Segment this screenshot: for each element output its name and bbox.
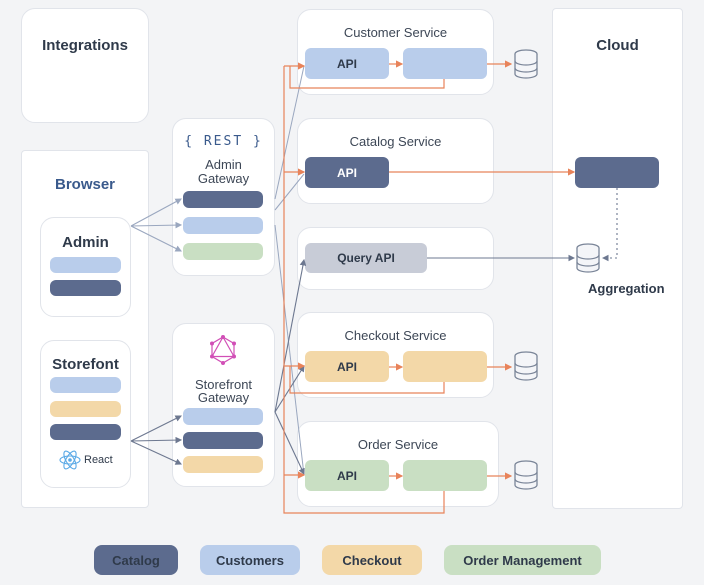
integrations-title: Integrations [42,37,128,54]
checkout-module [403,351,487,382]
legend-customers: Customers [200,545,300,575]
storefront-gateway-title-line2: Gateway [197,390,250,405]
customer-api[interactable]: API [305,48,389,79]
storefront-catalog-module [50,424,121,440]
rest-label: { REST } [184,134,263,149]
catalog-api[interactable]: API [305,157,389,188]
storefront-gateway-customers-module [183,408,263,425]
cloud-catalog-module [575,157,659,188]
integrations-panel: Integrations [21,8,149,123]
legend-catalog: Catalog [94,545,178,575]
storefront-title: Storefont [52,356,119,373]
aggregation-label: Aggregation [588,281,665,296]
admin-title: Admin [62,234,109,251]
customer-service-title: Customer Service [343,25,448,40]
react-label: React [84,454,113,466]
admin-catalog-module [50,280,121,296]
storefront-checkout-module [50,401,121,417]
storefront-gateway-catalog-module [183,432,263,449]
legend-checkout: Checkout [322,545,422,575]
query-api[interactable]: Query API [305,243,427,273]
customer-database-icon [514,49,538,79]
checkout-api[interactable]: API [305,351,389,382]
admin-gateway-customers-module [183,217,263,234]
order-service-title: Order Service [357,437,439,452]
cloud-title: Cloud [596,37,639,54]
order-api[interactable]: API [305,460,389,491]
aggregation-database-icon [576,243,600,273]
checkout-database-icon [514,351,538,381]
customer-module [403,48,487,79]
storefront-gateway-checkout-module [183,456,263,473]
admin-gateway-catalog-module [183,191,263,208]
storefront-customers-module [50,377,121,393]
admin-gateway-title-line2: Gateway [197,171,250,186]
admin-customers-module [50,257,121,273]
graphql-icon [210,335,236,365]
order-module [403,460,487,491]
storefront-gateway-title-line1: Storefront [194,377,253,392]
catalog-service-title: Catalog Service [349,134,442,149]
admin-gateway-title-line1: Admin [205,157,242,172]
react-icon [59,450,81,470]
cloud-panel: Cloud [552,8,683,509]
browser-title: Browser [54,176,116,193]
order-database-icon [514,460,538,490]
checkout-service-title: Checkout Service [344,328,447,343]
admin-gateway-order-module [183,243,263,260]
legend-order-management: Order Management [444,545,601,575]
